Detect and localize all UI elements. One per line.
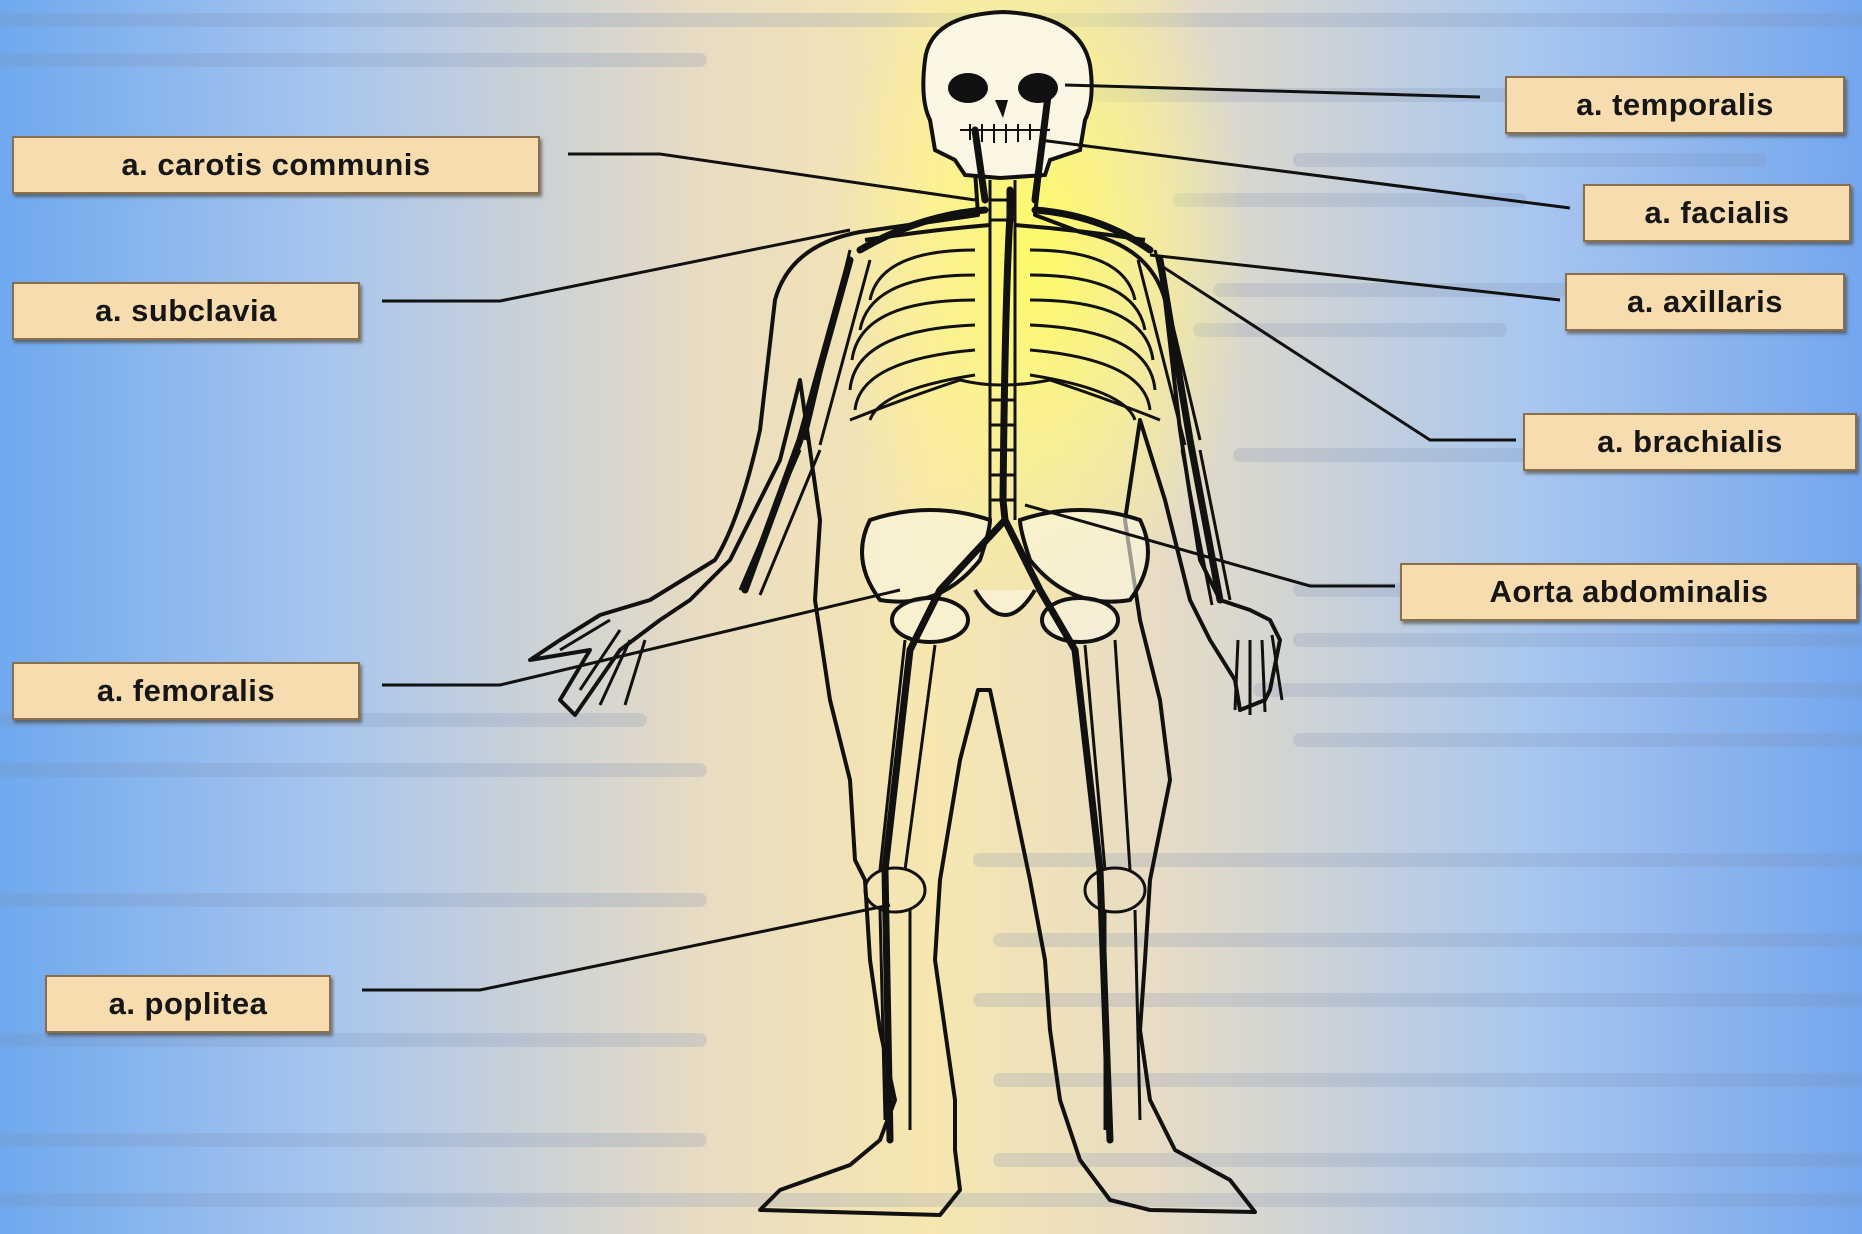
label-femoralis: a. femoralis xyxy=(12,662,360,720)
label-temporalis: a. temporalis xyxy=(1505,76,1845,134)
brachialis-vessel-right xyxy=(1160,260,1220,600)
leader-brachialis xyxy=(1160,265,1516,440)
label-carotis-communis: a. carotis communis xyxy=(12,136,540,194)
label-aorta-abdominalis: Aorta abdominalis xyxy=(1400,563,1858,621)
leader-carotis xyxy=(568,154,975,200)
label-poplitea: a. poplitea xyxy=(45,975,331,1033)
label-brachialis: a. brachialis xyxy=(1523,413,1857,471)
leader-axillaris xyxy=(1150,255,1560,300)
label-facialis: a. facialis xyxy=(1583,184,1851,242)
aorta-abdominalis-vessel xyxy=(1003,190,1010,520)
skull xyxy=(923,12,1091,178)
pelvis xyxy=(862,510,1148,642)
leader-temporalis xyxy=(1065,85,1480,97)
leader-poplitea xyxy=(362,905,890,990)
leader-facialis xyxy=(1040,140,1570,208)
label-subclavia: a. subclavia xyxy=(12,282,360,340)
label-axillaris: a. axillaris xyxy=(1565,273,1845,331)
